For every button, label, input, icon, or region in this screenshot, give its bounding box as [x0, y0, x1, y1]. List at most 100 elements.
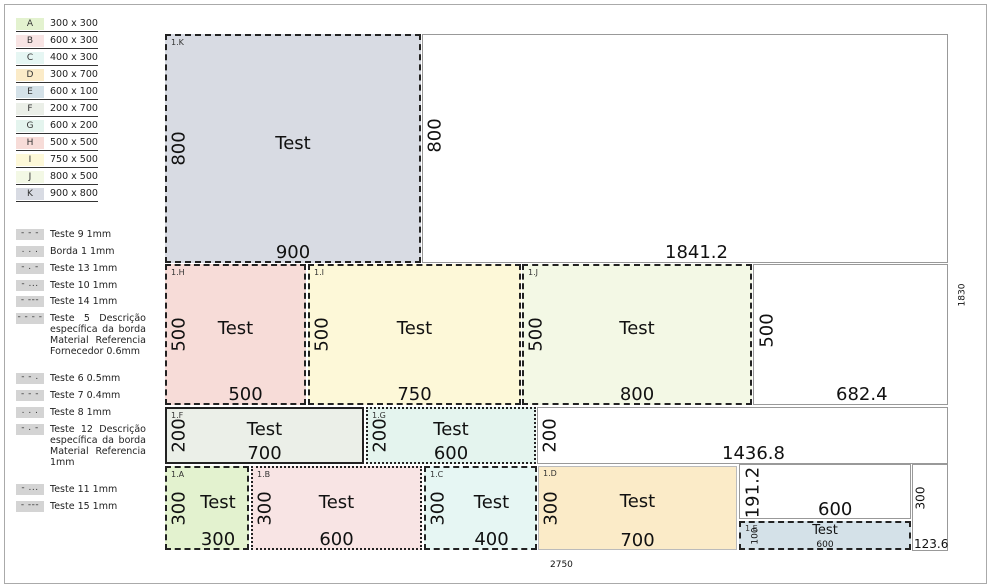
legend-swatch: K	[16, 188, 44, 200]
edge-label: Teste 9 1mm	[50, 229, 112, 240]
part-1i[interactable]: 1.I Test 750 500	[308, 264, 521, 405]
remnant-width: 600	[818, 499, 853, 520]
part-id: 1.K	[171, 38, 184, 47]
edge-label: Teste 15 1mm	[50, 501, 118, 512]
legend-swatch: G	[16, 120, 44, 132]
part-id: 1.H	[171, 268, 185, 277]
legend-label: 300 x 300	[50, 18, 98, 29]
remnant-height: 500	[756, 312, 778, 348]
legend-swatch: E	[16, 86, 44, 98]
edge-swatch: - . -	[16, 424, 44, 435]
part-width: 700	[620, 530, 655, 550]
legend-label: 800 x 500	[50, 171, 98, 182]
part-id: 1.F	[171, 411, 184, 420]
part-1h[interactable]: 1.H Test 500 500	[165, 264, 306, 405]
part-width: 500	[228, 384, 263, 405]
part-id: 1.G	[372, 411, 386, 420]
part-label: Test	[473, 492, 510, 513]
legend-swatch: D	[16, 69, 44, 81]
part-width: 600	[433, 443, 469, 464]
part-1k[interactable]: 1.K Test 900 800	[165, 34, 421, 263]
part-height: 300	[254, 490, 276, 526]
part-label: Test	[396, 318, 433, 339]
remnant-height: 191.2	[742, 466, 764, 519]
remnant-height: 800	[424, 117, 446, 153]
part-width: 750	[397, 384, 432, 405]
part-id: 1.E	[745, 524, 758, 533]
legend-label: 600 x 200	[50, 120, 98, 131]
part-1d[interactable]: 1.D Test 700 300	[538, 466, 737, 550]
edge-swatch: - - .	[16, 373, 44, 384]
legend-swatch: F	[16, 103, 44, 115]
remnant-width: 1436.8	[722, 443, 785, 464]
remnant-3: 200 1436.8	[537, 407, 948, 464]
part-label: Test	[619, 318, 655, 339]
part-height: 100	[751, 526, 761, 545]
part-label: Test	[318, 492, 355, 513]
part-height: 500	[311, 317, 333, 352]
part-label: Test	[217, 318, 254, 339]
remnant-1: 800 1841.2	[422, 34, 948, 263]
part-label: Test	[433, 419, 469, 440]
edge-label: Teste 11 1mm	[50, 484, 118, 495]
legend-label: 300 x 700	[50, 69, 98, 80]
part-id: 1.A	[171, 470, 185, 479]
part-label: Test	[275, 133, 311, 154]
drawing-frame	[4, 4, 987, 584]
legend-swatch: A	[16, 18, 44, 30]
edge-label: Teste 14 1mm	[50, 296, 118, 307]
remnant-width: 682.4	[836, 384, 888, 405]
part-height: 200	[369, 418, 391, 453]
part-height: 300	[540, 490, 562, 526]
edge-swatch: - - - -	[16, 312, 44, 324]
edge-swatch: - - -	[16, 229, 44, 240]
part-1c[interactable]: 1.C Test 400 300	[424, 466, 537, 550]
part-1f[interactable]: 1.F Test 700 200	[165, 407, 364, 464]
edge-swatch: - - -	[16, 390, 44, 401]
part-height: 300	[168, 490, 190, 526]
remnant-height: 300	[913, 486, 927, 510]
part-height: 200	[168, 418, 190, 453]
legend-swatch: B	[16, 35, 44, 47]
part-width: 900	[275, 242, 311, 263]
sheet-height-label: 1830	[957, 283, 967, 307]
edge-swatch: - ...	[16, 484, 44, 495]
part-id: 1.J	[528, 268, 538, 277]
part-1j[interactable]: 1.J Test 800 500	[522, 264, 752, 405]
legend-swatch: C	[16, 52, 44, 64]
edge-label: Teste 5 Descrição específica da borda Ma…	[50, 313, 146, 357]
remnant-4: 191.2 600	[739, 464, 911, 520]
part-height: 500	[168, 317, 190, 352]
part-width: 700	[247, 443, 282, 464]
edge-label: Teste 12 Descrição específica da borda M…	[50, 424, 146, 468]
edge-swatch: - . -	[16, 263, 44, 274]
part-1e[interactable]: 1.E Test 600 100	[739, 521, 911, 550]
edge-swatch: . . .	[16, 407, 44, 418]
edge-swatch: - ---	[16, 296, 44, 307]
legend-label: 600 x 300	[50, 35, 98, 46]
edge-label: Teste 10 1mm	[50, 280, 118, 291]
edge-label: Teste 7 0.4mm	[50, 390, 121, 401]
remnant-height: 200	[539, 418, 561, 453]
legend-label: 500 x 500	[50, 137, 98, 148]
part-label: Test	[200, 492, 236, 513]
remnant-2: 500 682.4	[753, 264, 948, 405]
remnant-width: 123.6	[914, 537, 949, 551]
part-label: Test	[619, 491, 656, 512]
legend-swatch: H	[16, 137, 44, 149]
legend-label: 400 x 300	[50, 52, 98, 63]
legend-label: 900 x 800	[50, 188, 98, 199]
legend-label: 750 x 500	[50, 154, 98, 165]
edge-swatch: . . .	[16, 246, 44, 257]
part-id: 1.D	[543, 469, 557, 478]
edge-label: Teste 6 0.5mm	[50, 373, 121, 384]
remnant-width: 1841.2	[665, 242, 728, 263]
legend-swatch: J	[16, 171, 44, 183]
part-1g[interactable]: 1.G Test 600 200	[366, 407, 536, 464]
part-1a[interactable]: 1.A Test 300 300	[165, 466, 249, 550]
edge-label: Teste 8 1mm	[50, 407, 112, 418]
part-1b[interactable]: 1.B Test 600 300	[251, 466, 422, 550]
edge-swatch: - ---	[16, 501, 44, 512]
part-id: 1.B	[257, 470, 271, 479]
part-label: Test	[246, 419, 283, 440]
